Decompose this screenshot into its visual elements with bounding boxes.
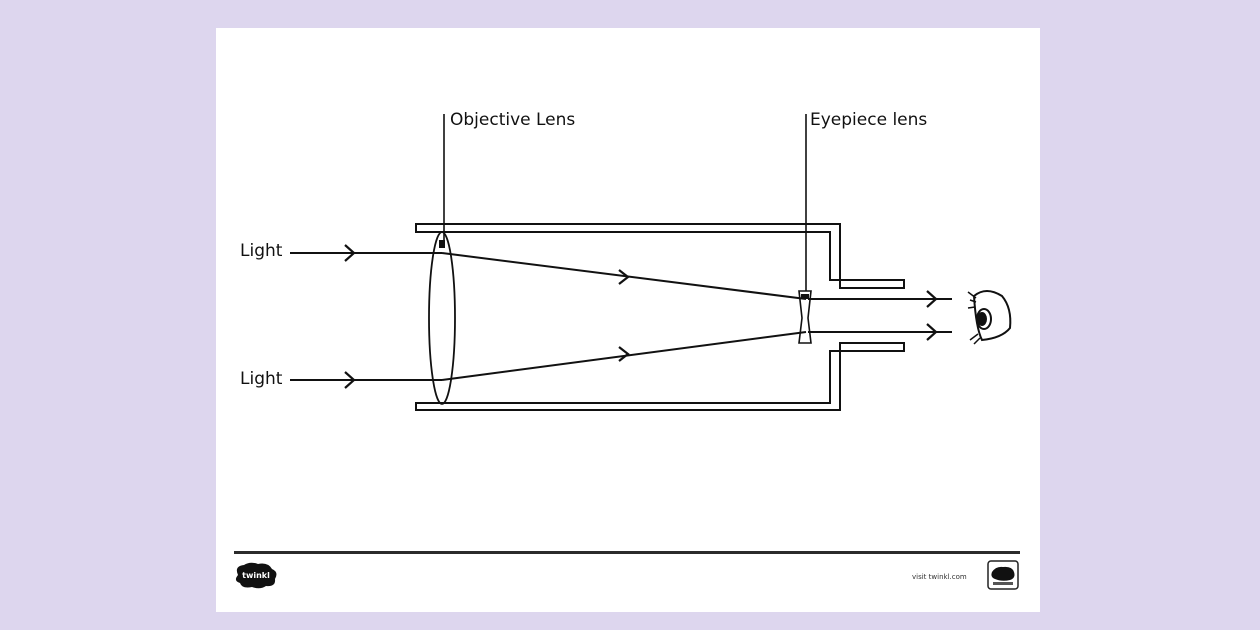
worksheet-page: Objective Lens Eyepiece lens Light Light… xyxy=(216,28,1040,612)
arrow-top-mid xyxy=(618,269,630,285)
light-label-bottom: Light xyxy=(240,369,283,389)
footer-url: visit twinkl.com xyxy=(912,573,967,581)
arrow-bottom-mid xyxy=(618,346,630,362)
checked-badge-icon xyxy=(987,560,1019,590)
light-ray-top-converge xyxy=(441,252,807,300)
telescope-tube-bottom xyxy=(415,342,905,411)
twinkl-logo: twinkl xyxy=(235,562,277,589)
objective-lens-label: Objective Lens xyxy=(450,110,576,130)
telescope-tube-top xyxy=(415,223,905,289)
eye-icon xyxy=(967,290,1012,345)
arrow-bottom-out xyxy=(926,323,938,341)
footer-divider xyxy=(234,551,1020,554)
objective-lens xyxy=(428,231,456,405)
telescope-diagram xyxy=(290,114,1012,411)
light-label-top: Light xyxy=(240,241,283,261)
arrow-top-out xyxy=(926,290,938,308)
arrow-bottom-in xyxy=(344,371,356,389)
eyepiece-lens xyxy=(798,290,812,344)
eyepiece-lens-label: Eyepiece lens xyxy=(810,110,928,130)
twinkl-logo-text: twinkl xyxy=(242,571,270,580)
arrow-top-in xyxy=(344,244,356,262)
